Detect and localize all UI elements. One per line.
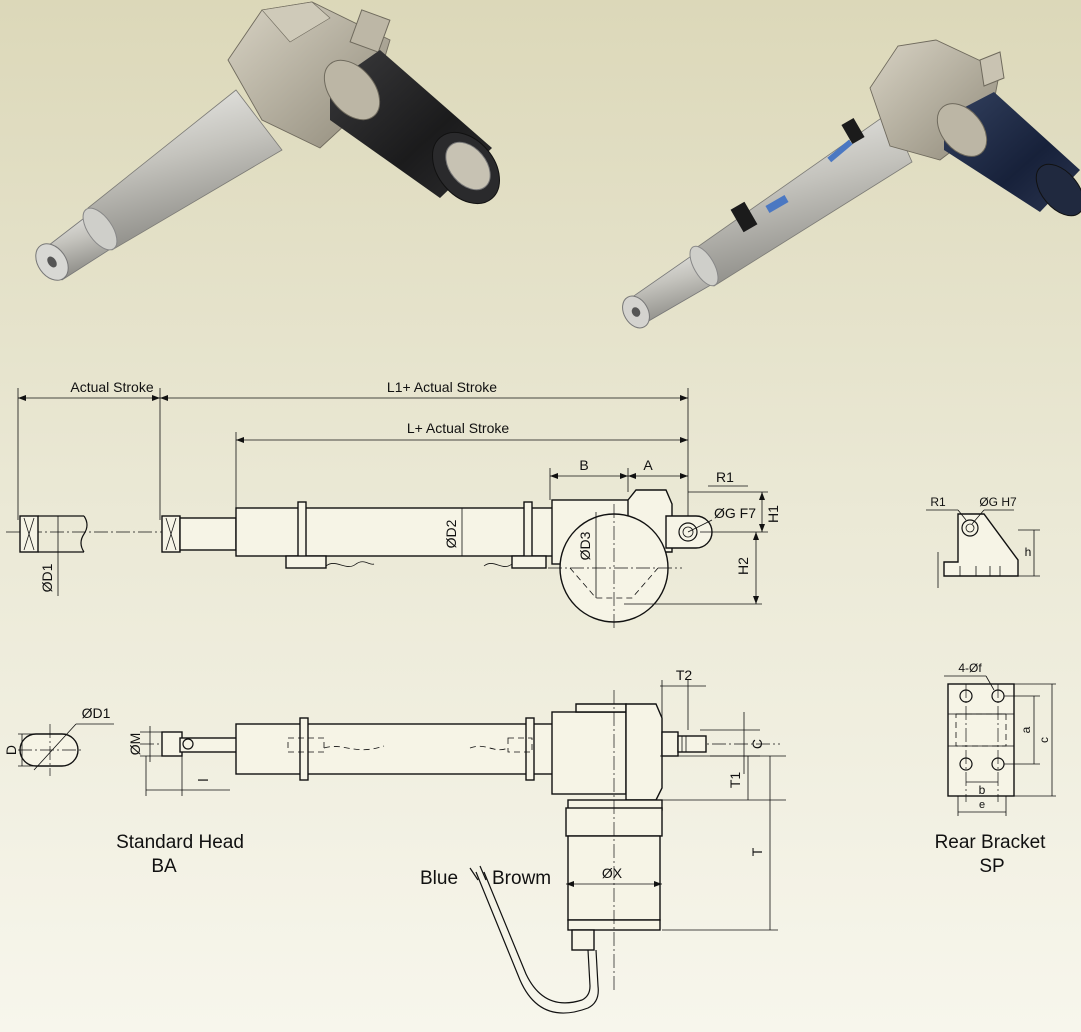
t-label: T bbox=[749, 847, 765, 856]
rear-bracket-side-view bbox=[926, 509, 1040, 588]
bracket-r1-label: R1 bbox=[930, 495, 946, 509]
actuator-bottom-view bbox=[140, 680, 786, 1014]
dim-a-label: A bbox=[643, 457, 653, 473]
brown-wire-label: Browm bbox=[492, 868, 551, 889]
standard-head-caption: Standard Head bbox=[116, 832, 244, 853]
og-f7-label: ØG F7 bbox=[714, 505, 756, 521]
t2-label: T2 bbox=[676, 667, 693, 683]
standard-head-detail bbox=[18, 723, 114, 776]
od3-label: ØD3 bbox=[577, 531, 593, 560]
t1-label: T1 bbox=[727, 772, 743, 789]
od2-label: ØD2 bbox=[443, 519, 459, 548]
bracket-og-h7-label: ØG H7 bbox=[979, 495, 1017, 509]
rear-bracket-top-view bbox=[944, 675, 1056, 816]
l-label: l bbox=[195, 778, 211, 781]
standard-head-code: BA bbox=[151, 856, 177, 877]
ox-label: ØX bbox=[602, 865, 623, 881]
blue-wire-label: Blue bbox=[420, 868, 458, 889]
bracket-a-label: a bbox=[1019, 726, 1033, 733]
h2-label: H2 bbox=[735, 557, 751, 575]
dim-b-label: B bbox=[579, 457, 588, 473]
h1-label: H1 bbox=[765, 505, 781, 523]
bracket-holes-label: 4-Øf bbox=[958, 661, 982, 675]
bracket-c-label: c bbox=[1037, 737, 1051, 743]
bracket-h-label: h bbox=[1025, 545, 1032, 559]
head-d-label: D bbox=[3, 745, 19, 755]
l-stroke-label: L+ Actual Stroke bbox=[407, 420, 510, 436]
c-label: C bbox=[749, 739, 765, 749]
rear-bracket-caption: Rear Bracket bbox=[935, 832, 1047, 853]
bracket-e-label: e bbox=[979, 799, 985, 811]
r1-label: R1 bbox=[716, 469, 734, 485]
actuator-side-view bbox=[6, 388, 768, 630]
linear-actuator-with-switches-photo bbox=[622, 39, 1081, 329]
l1-stroke-label: L1+ Actual Stroke bbox=[387, 379, 497, 395]
head-od1-label: ØD1 bbox=[82, 705, 111, 721]
rear-bracket-code: SP bbox=[979, 856, 1004, 877]
bracket-b-label: b bbox=[979, 783, 986, 797]
od1-label: ØD1 bbox=[39, 563, 55, 592]
om-label: ØM bbox=[127, 733, 143, 756]
linear-actuator-photo bbox=[35, 1, 500, 281]
actual-stroke-label: Actual Stroke bbox=[70, 379, 153, 395]
